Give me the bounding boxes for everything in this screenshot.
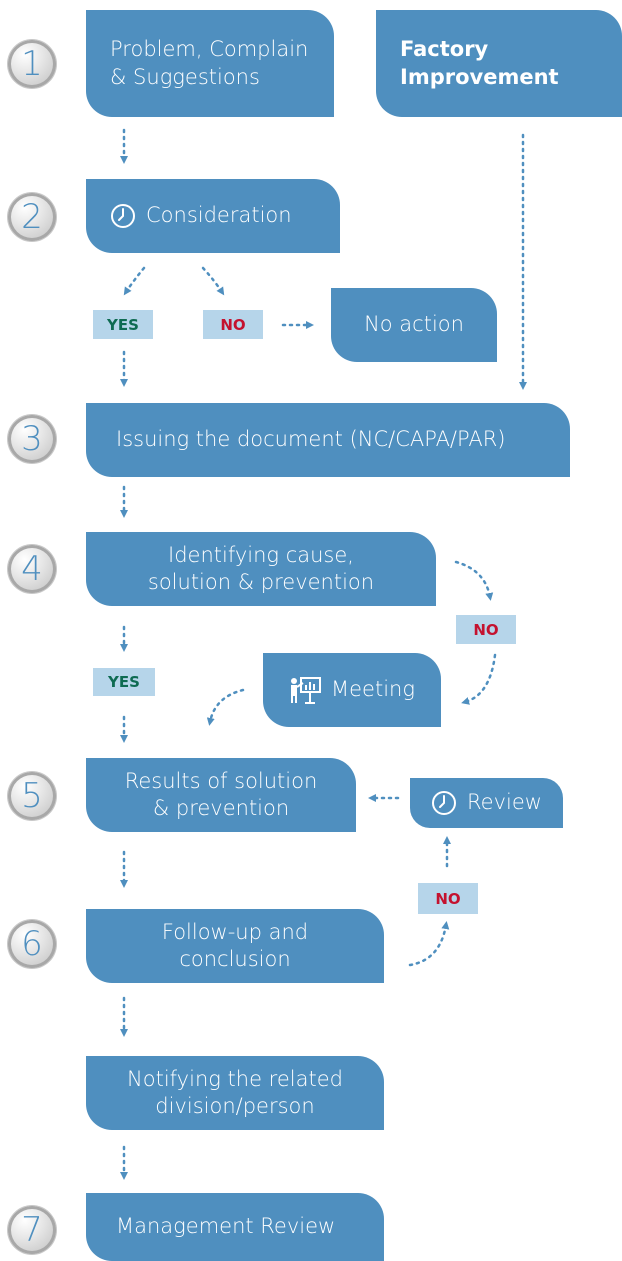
box-label: Issuing the document (NC/CAPA/PAR) [116,427,506,452]
no-action-box: No action [331,288,497,362]
badge-label: YES [107,315,139,334]
box-line: conclusion [179,947,291,971]
box-line: Notifying the related [127,1066,343,1091]
arrow-yes-branch [123,266,146,296]
follow-up-box: Follow-up and conclusion [86,909,384,983]
arrow-curve-right [454,560,494,601]
no-badge: NO [203,310,263,339]
box-line: division/person [155,1094,315,1118]
step-4-marker: 4 [8,545,56,593]
arrow-curve-left [461,653,497,705]
meeting-box: Meeting [263,653,441,727]
step-number: 1 [21,44,43,84]
no-badge: NO [418,883,478,914]
arrow-curve-down [206,688,245,726]
box-label: Consideration [146,203,292,228]
issuing-document-box: Issuing the document (NC/CAPA/PAR) [86,403,570,477]
box-line: Factory [400,37,489,62]
clock-icon [111,203,135,228]
identifying-cause-box: Identifying cause, solution & prevention [86,532,436,606]
no-badge: NO [456,615,516,644]
review-box: Review [410,778,563,828]
step-6-marker: 6 [8,920,56,968]
step-2-marker: 2 [8,193,56,241]
step-number: 2 [21,197,43,237]
step-number: 7 [21,1210,43,1250]
box-line: Identifying cause, [168,542,354,567]
badge-label: YES [108,673,140,691]
consideration-box: Consideration [86,179,340,253]
box-line: Results of solution [124,768,318,793]
box-line: Improvement [400,64,559,89]
management-review-box: Management Review [86,1193,384,1261]
badge-label: NO [220,315,246,334]
yes-badge: YES [93,668,155,696]
arrow-curve-up [408,921,450,967]
box-line: solution & prevention [147,570,375,594]
box-label: No action [364,312,464,337]
notifying-box: Notifying the related division/person [86,1056,384,1130]
box-line: & prevention [152,796,290,820]
clock-icon [432,790,457,815]
step-5-marker: 5 [8,772,56,820]
step-number: 3 [21,419,43,459]
box-label: Meeting [331,677,415,702]
box-line: & Suggestions [110,64,260,89]
step-number: 5 [21,776,43,816]
results-box: Results of solution & prevention [86,758,356,832]
box-label: Review [467,790,542,815]
step-7-marker: 7 [8,1206,56,1254]
problem-complain-box: Problem, Complain& Suggestions [86,10,334,117]
presentation-icon [291,677,322,704]
yes-badge: YES [93,310,153,339]
badge-label: NO [435,889,461,908]
step-number: 6 [21,924,43,964]
box-label: Management Review [116,1214,336,1239]
arrow-no-branch [201,266,225,296]
step-3-marker: 3 [8,415,56,463]
box-line: Follow-up and [161,919,309,944]
step-1-marker: 1 [8,40,56,88]
step-number: 4 [21,549,43,589]
box-line: Problem, Complain [110,37,309,62]
badge-label: NO [473,620,499,639]
